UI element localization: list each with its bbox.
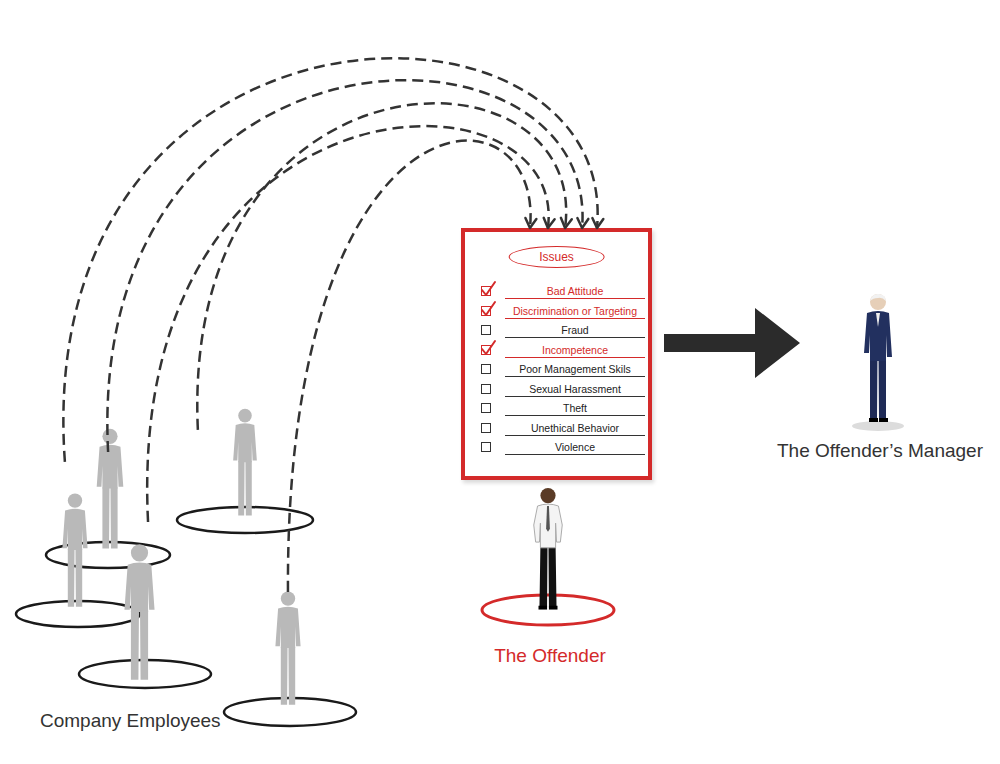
checklist-title: Issues (508, 246, 605, 268)
issues-checklist: IssuesBad AttitudeDiscrimination or Targ… (461, 228, 652, 480)
check-stroke (482, 282, 495, 295)
dashed-curve (107, 80, 582, 452)
issue-item: Unethical Behavior (505, 421, 645, 436)
dashed-curve (147, 126, 549, 522)
issue-item: Violence (505, 440, 645, 455)
offender-tie (546, 506, 550, 532)
offender-shirt (534, 504, 563, 548)
block-arrow-shape (664, 308, 800, 378)
issue-item: Incompetence (505, 343, 645, 358)
manager-trousers (870, 355, 886, 420)
issue-item: Bad Attitude (505, 284, 645, 299)
manager-node: The Offender’s Manager (800, 290, 960, 470)
employee-figure (97, 429, 124, 549)
manager-jacket (864, 311, 892, 361)
offender-shoe (549, 606, 558, 610)
offender-node: The Offender (470, 485, 630, 675)
manager-shoe (869, 418, 878, 422)
dashed-arc (63, 58, 603, 462)
node-label: The Offender (440, 645, 660, 667)
dashed-arc (107, 80, 588, 452)
arrow-head (525, 218, 536, 228)
node-label: Company Employees (40, 710, 280, 732)
offender-head (540, 488, 555, 503)
checkbox (481, 403, 491, 413)
offender-figure (534, 488, 563, 610)
manager-shoe (879, 418, 888, 422)
employee-figure (275, 591, 300, 704)
arrow-head (544, 218, 555, 228)
issue-item: Poor Management Skils (505, 362, 645, 377)
dashed-curve (197, 103, 566, 430)
dashed-arc (147, 126, 554, 522)
issue-item: Fraud (505, 323, 645, 338)
dashed-arc (288, 141, 536, 593)
dashed-arc (197, 103, 571, 430)
manager-figure (864, 294, 892, 422)
checkbox (481, 442, 491, 452)
arrow-head (577, 218, 588, 228)
manager-shadow (852, 421, 904, 431)
manager-collar (876, 313, 880, 327)
check-mark (481, 301, 497, 317)
checkbox (481, 384, 491, 394)
check-stroke (482, 302, 495, 315)
check-mark (481, 281, 497, 297)
checkbox (481, 325, 491, 335)
offender-shoe (539, 606, 548, 610)
employee-figure (62, 493, 87, 606)
dashed-curve (63, 58, 597, 462)
manager-head (870, 294, 886, 310)
offender-trousers (539, 547, 556, 608)
checkbox (481, 364, 491, 374)
offender-platform (482, 595, 614, 625)
check-stroke (482, 341, 495, 354)
issue-item: Discrimination or Targeting (505, 304, 645, 319)
check-mark (481, 340, 497, 356)
block-arrow (664, 308, 800, 378)
dashed-curve (288, 141, 531, 593)
employee-figure (124, 544, 154, 679)
issue-item: Theft (505, 401, 645, 416)
node-label: The Offender’s Manager (750, 440, 1000, 462)
employee-group: Company Employees (20, 400, 350, 740)
arrow-head (592, 218, 603, 228)
employee-figures (62, 409, 300, 705)
arrow-head (561, 218, 572, 228)
checkbox (481, 423, 491, 433)
issue-item: Sexual Harassment (505, 382, 645, 397)
platform-ellipse (177, 507, 313, 533)
employee-figure (233, 409, 257, 516)
manager-hair (870, 294, 886, 301)
